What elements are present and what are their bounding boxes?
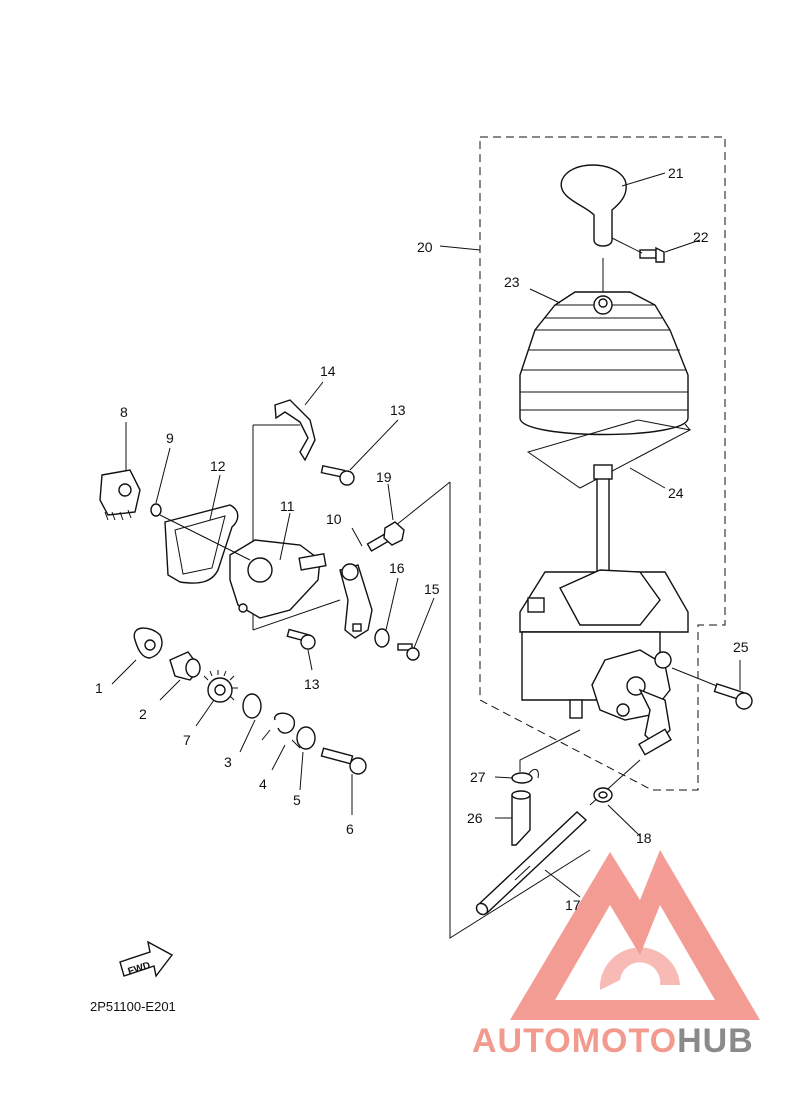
callout-22: 22 <box>693 229 709 245</box>
assembly-dashed-outline <box>479 136 726 791</box>
arm-washer <box>374 628 390 648</box>
callout-24: 24 <box>668 485 684 501</box>
callout-23: 23 <box>504 274 520 290</box>
watermark-auto-moto: AUTOMOTO <box>472 1022 677 1060</box>
cable-bracket <box>274 399 316 462</box>
callout-16: 16 <box>389 560 405 576</box>
callout-27: 27 <box>470 769 486 785</box>
shaft-clip <box>511 768 539 784</box>
callout-7: 7 <box>183 732 191 748</box>
watermark-logo <box>510 850 760 1020</box>
shift-shaft <box>475 811 588 916</box>
callout-19: 19 <box>376 469 392 485</box>
selector-arm <box>591 649 672 756</box>
drum-collar <box>169 651 201 681</box>
arm-bolt <box>397 643 420 661</box>
housing-bolt <box>671 667 753 710</box>
shift-boot <box>519 291 689 436</box>
gear-position-switch <box>99 469 141 521</box>
callout-13b: 13 <box>304 676 320 692</box>
pivot-bolt <box>320 747 367 775</box>
cover-bolt <box>286 628 316 650</box>
gear-washer <box>242 693 262 719</box>
callout-3: 3 <box>224 754 232 770</box>
shift-cover <box>159 514 327 619</box>
diagram-code: 2P51100-E201 <box>90 999 176 1014</box>
callout-13a: 13 <box>390 402 406 418</box>
callout-11: 11 <box>280 498 295 514</box>
knob-pin <box>611 237 665 263</box>
callout-18: 18 <box>636 830 652 846</box>
callout-6: 6 <box>346 821 354 837</box>
shift-gate-housing <box>519 569 689 756</box>
arm-nut <box>366 521 405 552</box>
callout-17: 17 <box>565 897 581 913</box>
shift-drum-segment <box>133 627 163 659</box>
callout-4: 4 <box>259 776 267 792</box>
spring-washer <box>296 726 316 750</box>
watermark-hub: HUB <box>677 1022 754 1060</box>
callout-1: 1 <box>95 680 103 696</box>
shaft-bushing <box>593 787 613 803</box>
callout-12: 12 <box>210 458 226 474</box>
o-ring <box>150 503 162 517</box>
return-spring <box>261 712 301 749</box>
callout-26: 26 <box>467 810 483 826</box>
callout-15: 15 <box>424 581 440 597</box>
shift-lever-rod <box>593 464 613 579</box>
callout-25: 25 <box>733 639 749 655</box>
bracket-bolt <box>320 464 355 486</box>
forward-direction-icon: FWD <box>119 940 174 978</box>
callout-14: 14 <box>320 363 336 379</box>
callout-labels: 1 2 3 4 5 6 7 8 9 10 11 12 13 13 14 15 1… <box>95 165 749 913</box>
shaft-sleeve <box>511 790 531 846</box>
shaft-bracket-line <box>449 482 591 939</box>
callout-21: 21 <box>668 165 684 181</box>
callout-9: 9 <box>166 430 174 446</box>
callout-8: 8 <box>120 404 128 420</box>
callout-10: 10 <box>326 511 342 527</box>
boot-retaining-wire <box>526 419 692 489</box>
cover-gasket <box>164 504 239 584</box>
watermark-triangle-icon <box>510 850 760 1020</box>
callout-5: 5 <box>293 792 301 808</box>
shift-knob <box>560 164 627 295</box>
shift-arm <box>339 563 373 639</box>
watermark-text: AUTOMOTOHUB <box>472 1022 754 1060</box>
callout-20: 20 <box>417 239 433 255</box>
callout-2: 2 <box>139 706 147 722</box>
drum-gear <box>203 670 238 703</box>
